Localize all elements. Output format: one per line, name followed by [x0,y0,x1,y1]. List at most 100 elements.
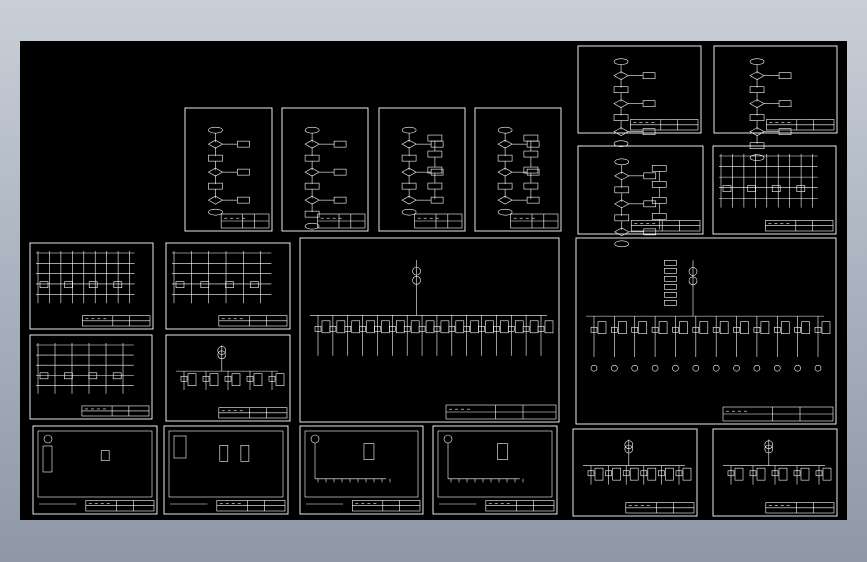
drawing-sheet-flowchart-4 [474,107,562,232]
feeder-label-box [756,467,766,481]
process-node [427,182,443,190]
breaker-symbol [522,326,530,332]
sheet-border [29,242,154,330]
feeder-label-box [647,467,657,481]
meter-box [497,443,508,460]
title-block [765,502,835,514]
sheet-border [165,334,291,422]
drawing-canvas[interactable] [20,41,847,520]
feeder-label-box [638,321,648,335]
terminal-node [497,126,513,134]
relay-coil [88,372,98,380]
process-node [642,100,656,107]
feeder-label-box [321,320,331,334]
protection-box [664,276,677,282]
process-node [237,196,250,204]
breaker-symbol [507,326,515,332]
breaker-symbol [590,326,598,333]
motor-symbol [794,364,801,372]
terminal-node [613,58,629,65]
relay-coil [225,281,234,288]
inner-frame [37,430,153,498]
breaker-symbol [433,326,441,332]
meter-box [363,443,375,460]
process-node [523,150,539,158]
sheet-border [32,425,158,515]
breaker-symbol [773,326,781,333]
feeder-label-box [740,321,749,335]
motor-symbol [590,364,598,372]
breaker-symbol [374,326,381,332]
terminal-node [304,222,320,230]
terminal-node [614,240,630,248]
process-node [427,150,443,158]
terminal-node [401,126,417,134]
transformer-symbol [764,444,774,454]
drawing-sheet-schematic-9 [165,242,291,330]
breaker-symbol [605,470,612,477]
motor-symbol [692,364,700,372]
feeder-label-box [187,373,197,387]
transformer-symbol [764,440,774,449]
inner-frame [304,430,419,498]
relay-coil [113,281,123,288]
terminal-node [304,126,320,134]
sheet-border [378,107,466,232]
process-node [643,200,657,208]
feeder-label-box [381,320,390,334]
breaker-symbol [814,326,822,333]
breaker-symbol [403,326,411,332]
process-node [643,228,657,236]
meter-box [100,450,110,461]
feeder-label-box [734,467,744,481]
indicator-lamp [310,434,320,444]
feeder-label-box [455,320,465,334]
feeder-label-box [719,321,729,335]
breaker-symbol [493,326,500,332]
breaker-symbol [631,326,639,333]
relay-coil [747,185,756,192]
sheet-border [281,107,369,232]
process-node [651,165,667,172]
drawing-sheet-cabinet-layout-18 [163,425,289,515]
sheet-border [165,242,291,330]
breaker-symbol [658,470,665,477]
process-node [642,72,656,79]
feeder-label-box [253,373,263,387]
title-block [722,406,834,422]
title-block [85,500,155,512]
transformer-symbol [412,276,421,285]
breaker-symbol [224,375,232,382]
process-node [526,140,540,148]
breaker-symbol [692,326,700,333]
title-block [630,220,701,232]
protection-box [664,284,677,290]
feeder-label-box [336,320,346,334]
breaker-symbol [359,326,366,332]
feeder-label-box [699,321,709,335]
relay-coil [722,185,732,192]
drawing-sheet-flowchart-6 [713,45,838,161]
process-node [651,181,667,188]
drawing-sheet-single-line-diagram-12 [299,237,560,423]
breaker-symbol [344,326,352,332]
sheet-border [712,428,838,517]
transformer-symbol [688,267,698,276]
title-block [766,119,835,131]
feeder-label-box [801,321,810,335]
process-node [778,72,792,79]
transformer-symbol [217,350,227,360]
drawing-sheet-cabinet-layout-17 [32,425,158,515]
process-node [333,140,347,148]
feeder-label-box [760,321,770,335]
decision-node [207,195,224,205]
feeder-label-box [665,467,674,481]
breaker-symbol [640,470,648,477]
feeder-label-box [597,321,607,335]
motor-symbol [611,364,618,372]
inner-frame [437,430,553,498]
process-node [430,140,444,148]
feeder-label-box [629,467,639,481]
meter-box [219,445,229,462]
